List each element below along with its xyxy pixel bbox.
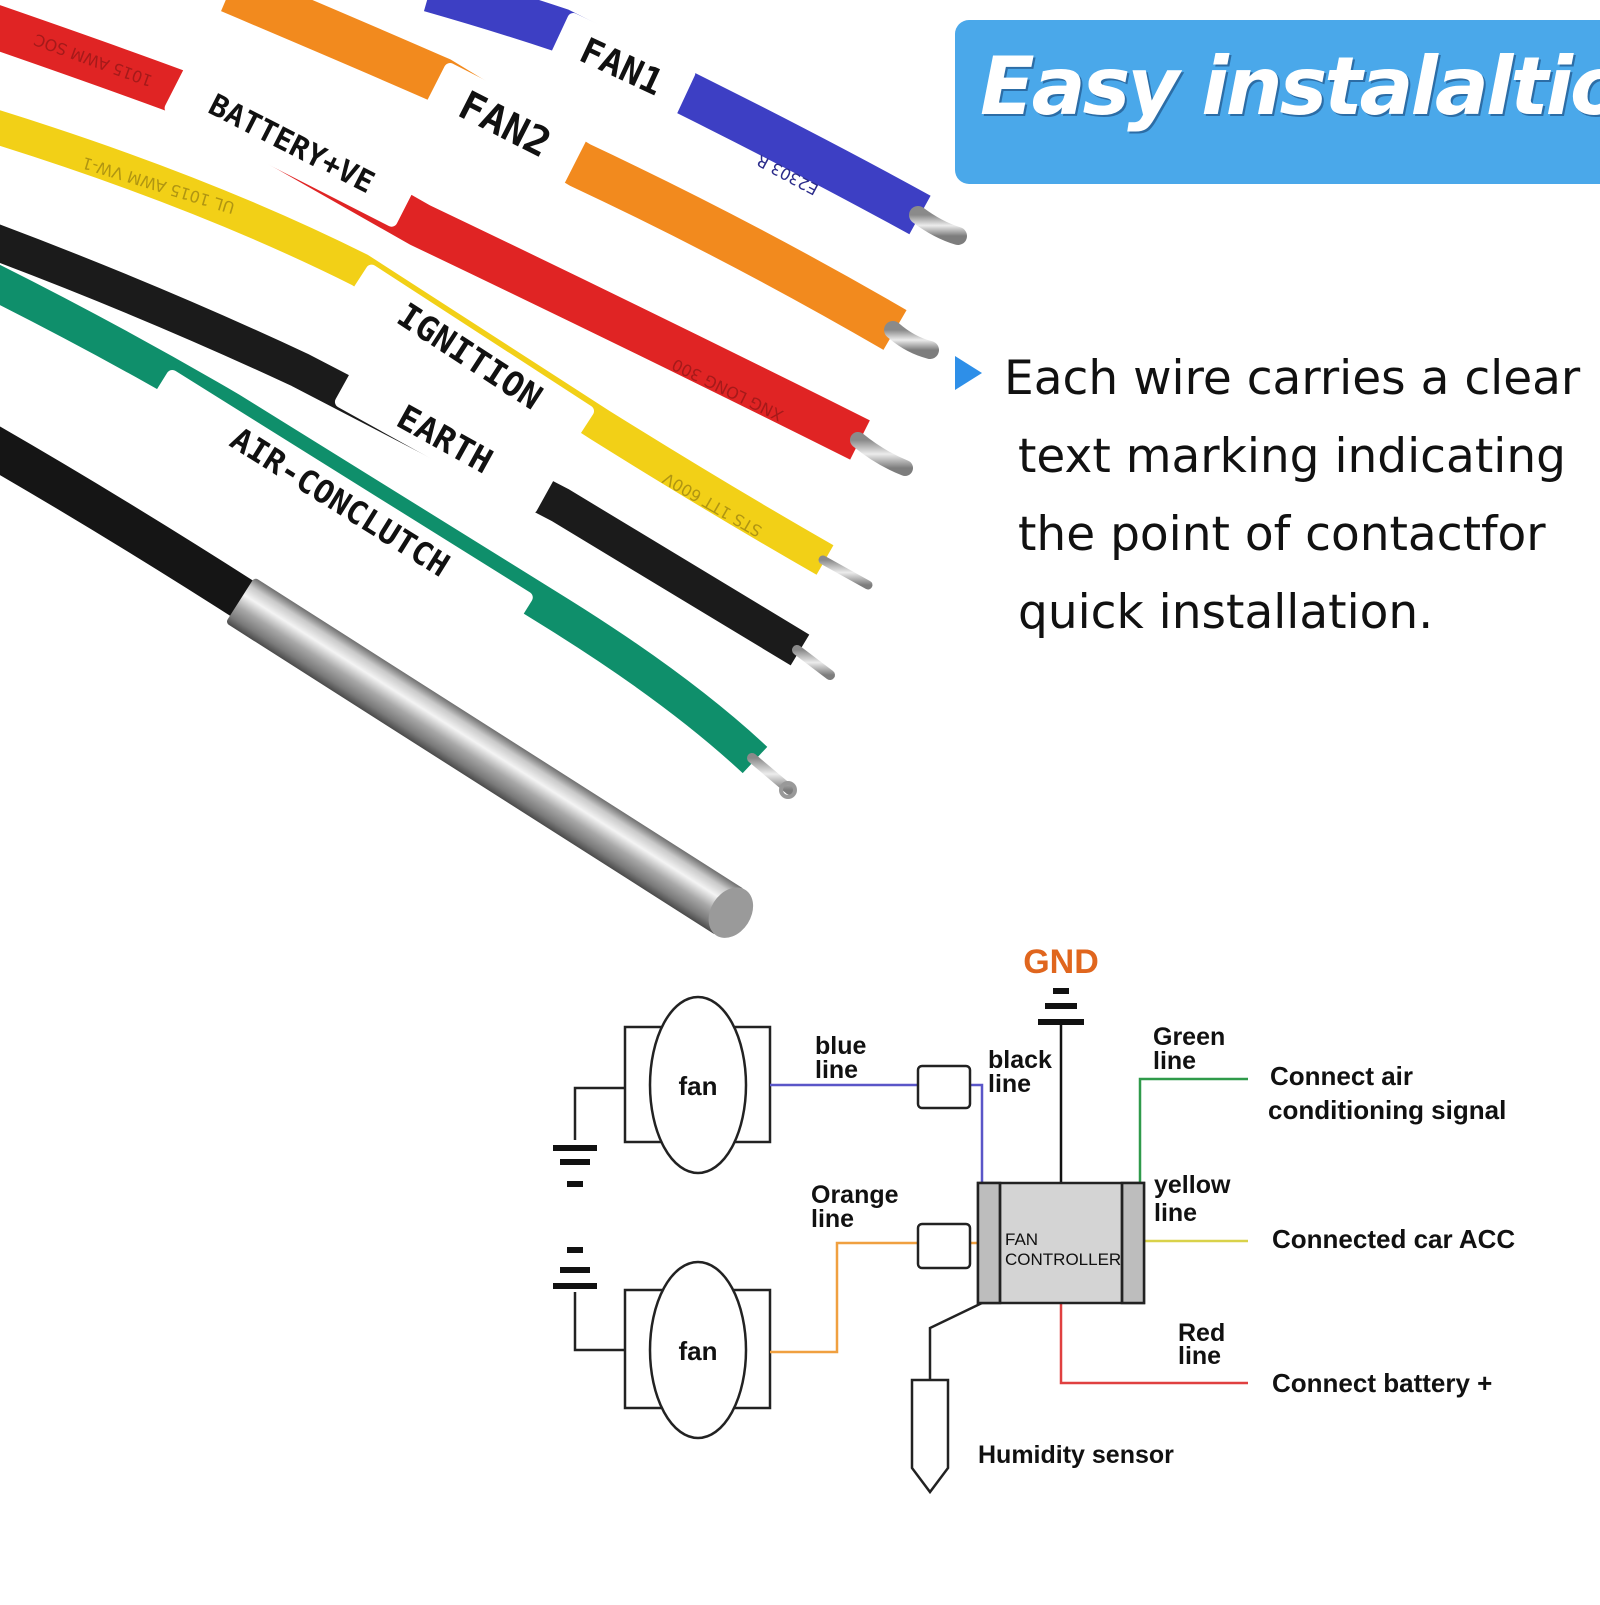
blue-line-wire (770, 1083, 984, 1185)
black-line-label-1: black (988, 1046, 1052, 1074)
connect-battery-label: Connect battery + (1272, 1368, 1492, 1398)
sleeve-earth (334, 364, 556, 514)
print-yellow: UL 1015 AWM VW-1 (80, 153, 237, 217)
sleeve-battery (164, 59, 420, 227)
sleeve-air (147, 369, 533, 635)
fan-top-label: fan (679, 1071, 718, 1101)
description-line: text marking indicating (1018, 429, 1566, 484)
green-line-wire (1138, 1077, 1248, 1185)
diagram-labels: GND fan fan blue line black line Green l… (679, 943, 1516, 1469)
orange-wire (221, 0, 939, 359)
label-earth: EARTH (390, 398, 499, 483)
connect-acc-label: Connected car ACC (1272, 1224, 1515, 1254)
blue-line-connector (916, 1064, 972, 1110)
fan-controller-box (976, 1181, 1146, 1305)
feature-description: Each wire carries a clear text marking i… (1004, 340, 1594, 652)
black-line-label-2: line (988, 1070, 1031, 1098)
wiring-diagram (553, 988, 1248, 1495)
yellow-line-label-2: line (1154, 1199, 1197, 1227)
sleeve-ignition (346, 264, 594, 448)
fan-bottom (573, 1260, 772, 1440)
wire-label-sleeves (147, 13, 696, 635)
description-line: quick installation. (1018, 585, 1434, 640)
blue-wire (423, 0, 967, 245)
connect-air-label-2: conditioning signal (1268, 1095, 1506, 1125)
connect-air-label-1: Connect air (1270, 1061, 1413, 1091)
blue-line-label-2: line (815, 1056, 858, 1084)
red-line-label-1: Red (1178, 1319, 1225, 1347)
orange-line-label-2: line (811, 1205, 854, 1233)
description-line: the point of contactfor (1018, 507, 1546, 562)
humidity-sensor-label: Humidity sensor (978, 1441, 1174, 1469)
ground-symbol-bottom-fan (553, 1247, 597, 1289)
yellow-wire (0, 110, 873, 590)
ground-symbol-top-fan (553, 1145, 597, 1187)
fan-bottom-label: fan (679, 1336, 718, 1366)
humidity-sensor-symbol (910, 1301, 983, 1495)
gnd-symbol (1038, 988, 1084, 1025)
black-wire (0, 224, 835, 680)
description-line: Each wire carries a clear (1004, 351, 1581, 406)
title-banner (955, 20, 1600, 184)
orange-line-wire (770, 1241, 982, 1354)
red-wire (0, 5, 913, 476)
bullet-arrow-icon (955, 356, 982, 390)
sensor-cable (0, 426, 754, 938)
red-line-label-2: line (1178, 1342, 1221, 1370)
banner-title: Easy instalaltion (980, 40, 1600, 133)
orange-line-label-1: Orange (811, 1181, 899, 1209)
yellow-line-label-1: yellow (1154, 1171, 1231, 1199)
green-line-label-1: Green (1153, 1023, 1225, 1051)
controller-label-2: CONTROLLER (1005, 1250, 1121, 1269)
green-line-label-2: line (1153, 1047, 1196, 1075)
fan-top (573, 995, 772, 1175)
stainless-sensor-probe (227, 578, 754, 938)
sleeve-fan2 (422, 63, 588, 185)
sleeve-fan1 (548, 13, 696, 119)
gnd-label: GND (1023, 943, 1099, 981)
blue-line-label-1: blue (815, 1032, 866, 1060)
controller-label-1: FAN (1005, 1230, 1038, 1249)
orange-line-connector (916, 1222, 972, 1270)
red-line-wire (1059, 1303, 1248, 1385)
